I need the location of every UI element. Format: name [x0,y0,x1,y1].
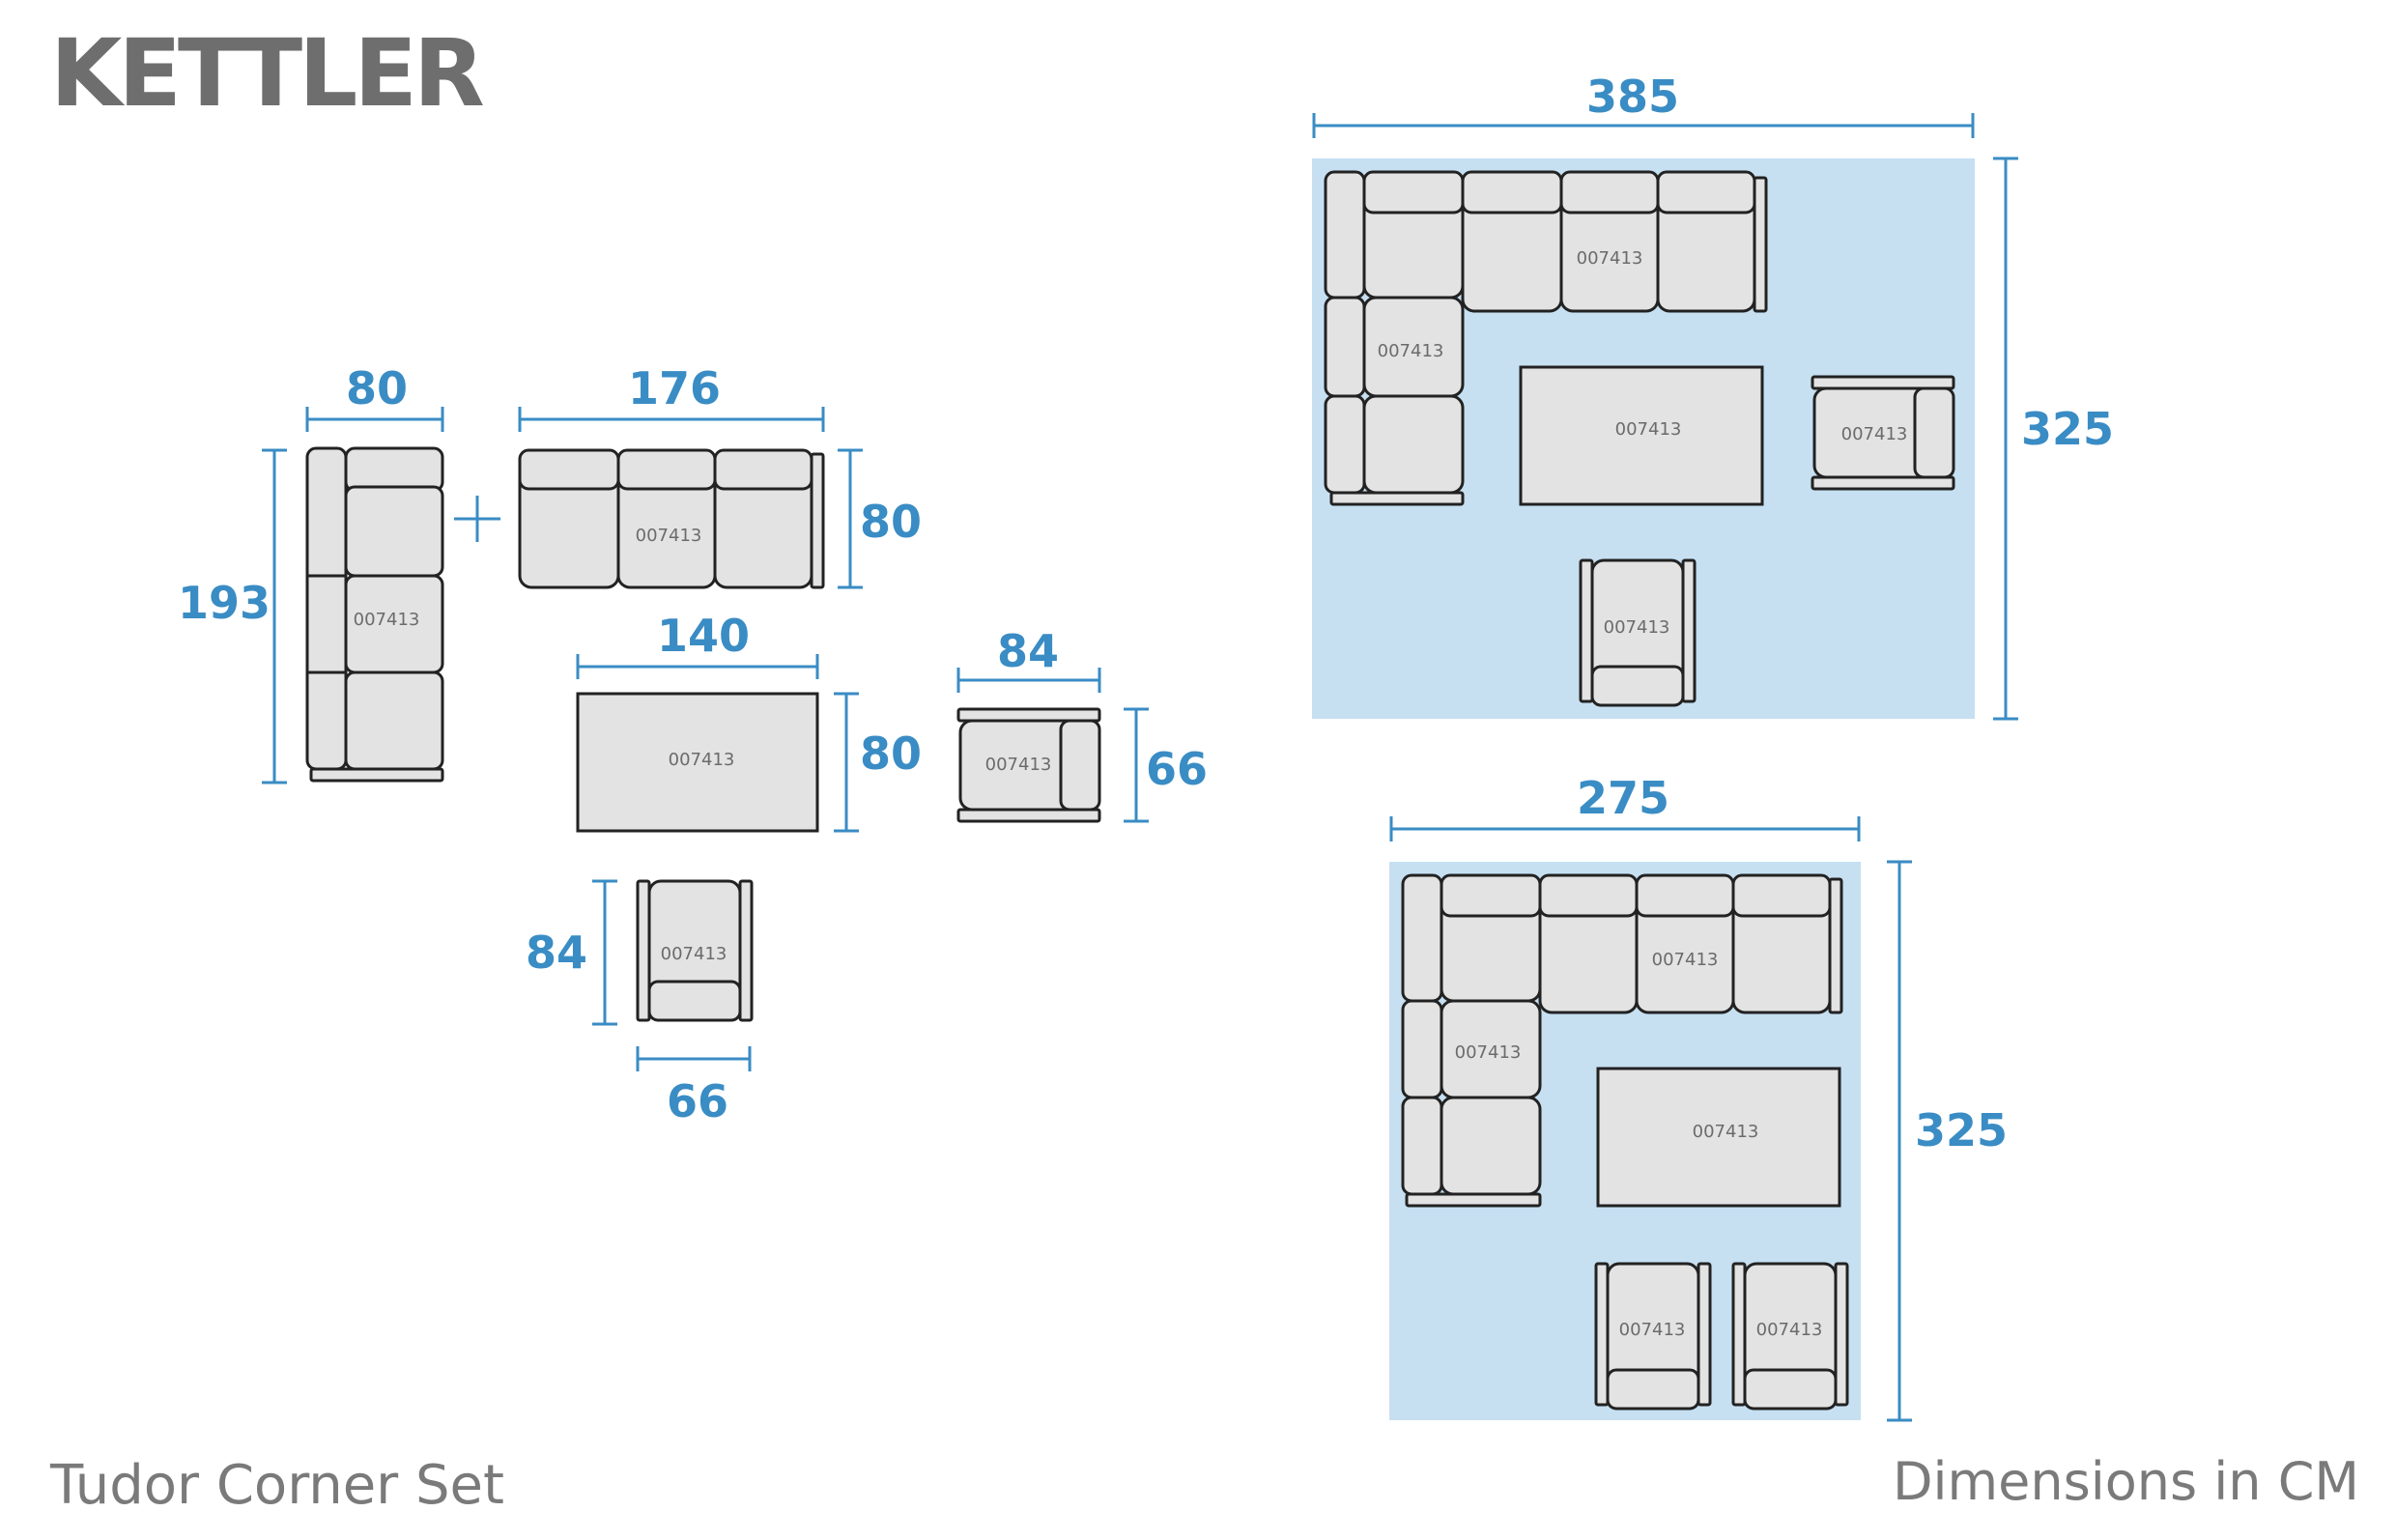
model-code-label: 007413 [1604,617,1670,638]
model-code-label: 007413 [1693,1122,1759,1142]
coffee-table [576,692,819,833]
armchair-front [636,879,754,1022]
chair-side-depth-label: 66 [1146,743,1208,795]
layout-b-corner-sofa [1401,873,1843,1208]
layout-a-depth-label: 325 [2021,403,2114,455]
model-code-label: 007413 [661,944,727,964]
model-code-label: 007413 [1455,1042,1522,1063]
model-code-label: 007413 [1652,950,1719,970]
layout-b-width-label: 275 [1577,772,1669,824]
model-code-label: 007413 [354,610,420,630]
layout-a-armchair-right [1811,375,1955,491]
layout-a-armchair-bottom [1579,558,1697,707]
corner-depth-label: 193 [178,577,271,629]
chair-front-depth-label: 84 [526,927,587,979]
model-code-label: 007413 [1577,248,1643,269]
model-code-label: 007413 [1756,1320,1823,1340]
model-code-label: 007413 [1378,341,1444,361]
corner-width-label: 80 [346,362,408,414]
corner-section [305,446,444,783]
three-seater-width-label: 176 [628,362,721,414]
plus-icon [454,496,500,542]
table-depth-label: 80 [860,727,922,780]
layout-b-armchair-right [1731,1262,1849,1411]
units-note: Dimensions in CM [1892,1451,2359,1512]
kettler-logo: KETTLER [50,19,485,128]
layout-a-width-label: 385 [1586,71,1679,123]
armchair-side [956,707,1101,823]
model-code-label: 007413 [985,755,1052,775]
model-code-label: 007413 [1619,1320,1686,1340]
table-width-label: 140 [657,610,750,662]
chair-front-width-label: 66 [667,1075,728,1127]
layout-b-armchair-left [1594,1262,1712,1411]
layout-b-table [1596,1067,1841,1208]
chair-side-width-label: 84 [997,625,1059,677]
model-code-label: 007413 [669,750,735,770]
three-seater-section [518,448,825,589]
three-seater-depth-label: 80 [860,496,922,548]
model-code-label: 007413 [1615,419,1682,440]
model-code-label: 007413 [636,526,702,546]
layout-a-table [1519,365,1764,506]
layout-b-depth-label: 325 [1915,1104,2008,1156]
layout-a-corner-sofa [1324,170,1768,506]
product-name: Tudor Corner Set [50,1454,504,1517]
model-code-label: 007413 [1841,424,1908,444]
